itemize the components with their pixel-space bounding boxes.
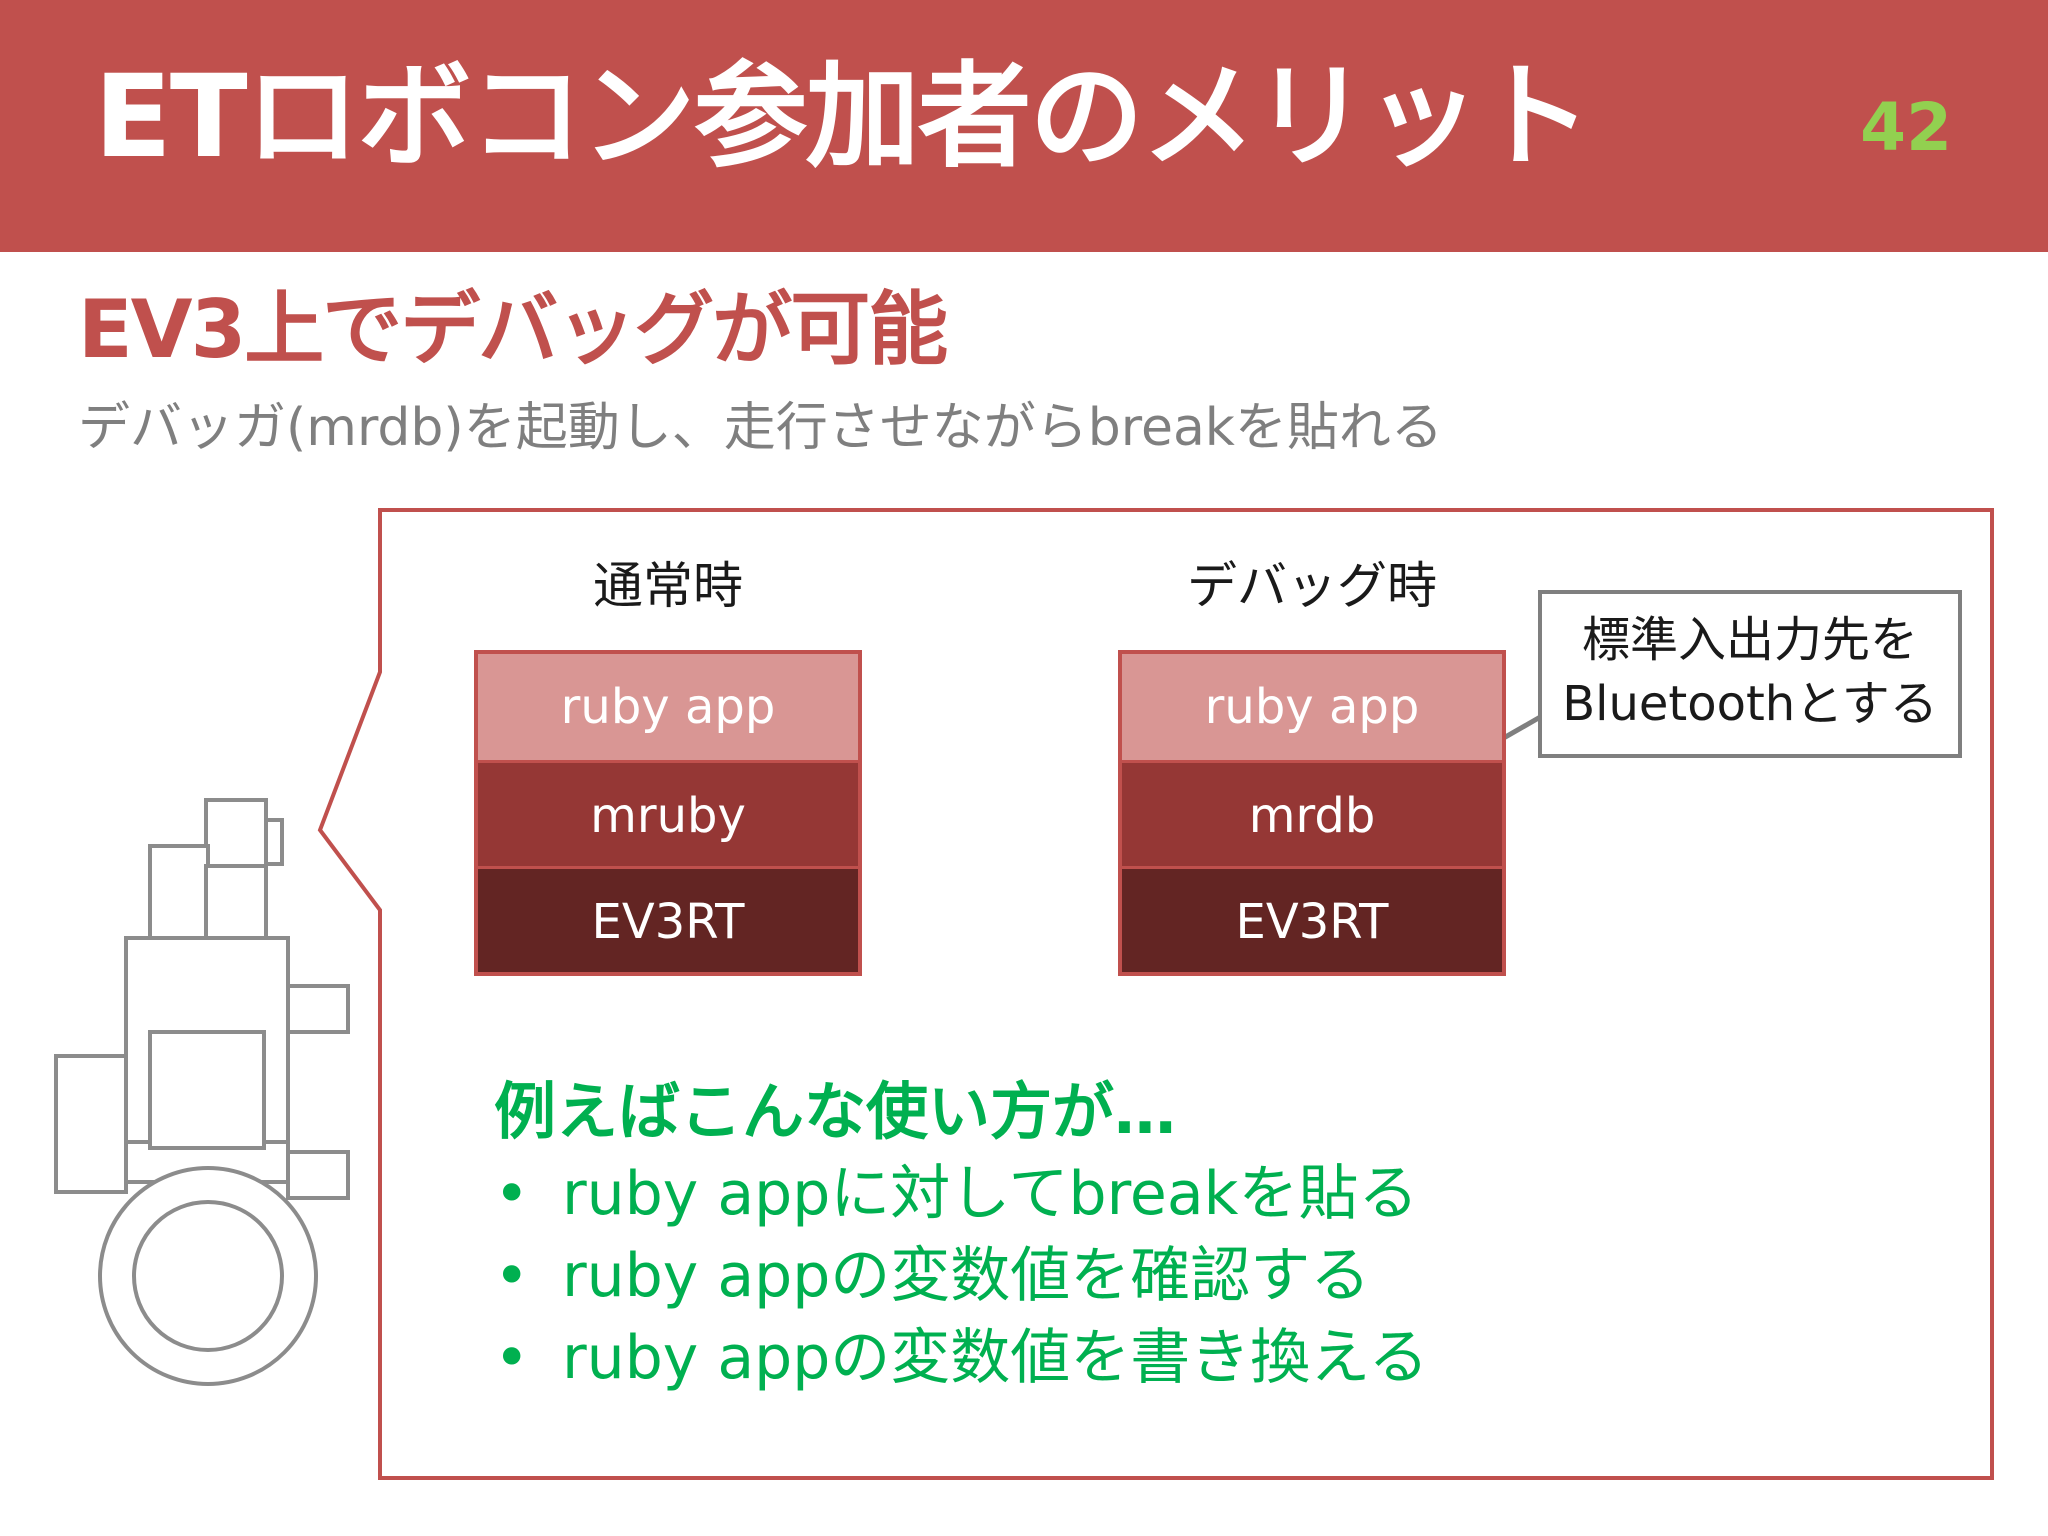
layer-mrdb: mrdb bbox=[1122, 760, 1502, 866]
layer-ruby-app: ruby app bbox=[1122, 654, 1502, 760]
page-number: 42 bbox=[1860, 89, 1952, 166]
slide-title: ETロボコン参加者のメリット bbox=[94, 50, 1592, 183]
example-text: ruby appの変数値を確認する bbox=[562, 1241, 1371, 1311]
bullet: • bbox=[494, 1159, 530, 1229]
example-text: ruby appの変数値を書き換える bbox=[562, 1323, 1429, 1393]
stack-label-debug: デバッグ時 bbox=[1187, 557, 1437, 615]
bullet: • bbox=[494, 1323, 530, 1393]
examples-heading: 例えばこんな使い方が… bbox=[494, 1075, 1177, 1148]
layer-ruby-app: ruby app bbox=[478, 654, 858, 760]
example-item: • ruby appに対してbreakを貼る bbox=[494, 1154, 1418, 1234]
annotation-line-2: Bluetoothとする bbox=[1562, 676, 1938, 732]
stack-label-normal: 通常時 bbox=[593, 557, 743, 615]
layer-mruby: mruby bbox=[478, 760, 858, 866]
robot-icon bbox=[54, 798, 350, 1386]
layer-ev3rt: EV3RT bbox=[1122, 866, 1502, 972]
example-text: ruby appに対してbreakを貼る bbox=[562, 1159, 1419, 1229]
section-subheading: デバッガ(mrdb)を起動し、走行させながらbreakを貼れる bbox=[78, 398, 1443, 458]
annotation-box: 標準入出力先を Bluetoothとする bbox=[1538, 590, 1962, 758]
section-heading: EV3上でデバッグが可能 bbox=[78, 283, 948, 376]
header-bar: ETロボコン参加者のメリット 42 bbox=[0, 0, 2048, 252]
annotation-line-1: 標準入出力先を bbox=[1581, 612, 1918, 668]
stack-debug: ruby app mrdb EV3RT bbox=[1118, 650, 1506, 976]
example-item: • ruby appの変数値を書き換える bbox=[494, 1318, 1429, 1398]
example-item: • ruby appの変数値を確認する bbox=[494, 1236, 1370, 1316]
stack-normal: ruby app mruby EV3RT bbox=[474, 650, 862, 976]
layer-ev3rt: EV3RT bbox=[478, 866, 858, 972]
bullet: • bbox=[494, 1241, 530, 1311]
